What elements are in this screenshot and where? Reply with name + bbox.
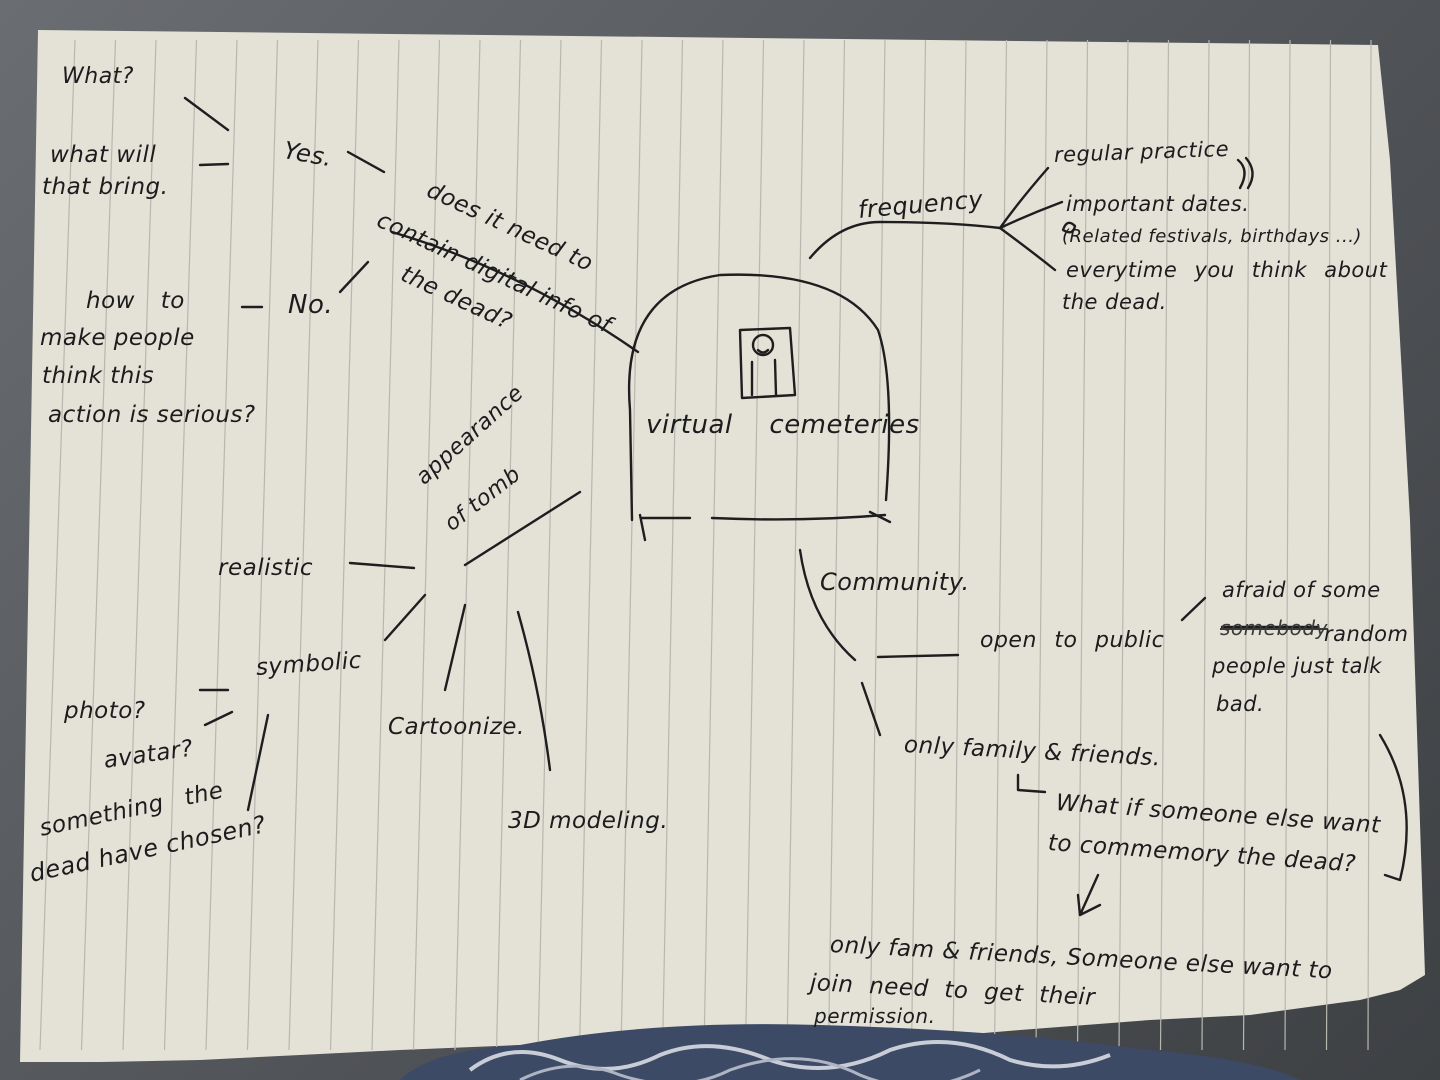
paper-rule-line — [122, 39, 157, 1051]
community-afraid-2: random — [1324, 622, 1409, 646]
paper-rule-line — [163, 39, 198, 1051]
appearance-3d-modeling: 3D modeling. — [508, 808, 669, 834]
paper-rule-line — [786, 39, 805, 1051]
appearance-photo: photo? — [64, 698, 146, 724]
paper-rule-line — [1159, 39, 1170, 1051]
paper-rule-line — [1325, 39, 1332, 1051]
paper-rule-line — [1118, 39, 1129, 1051]
community-label: Community. — [820, 568, 970, 596]
paper-rule-line — [578, 39, 603, 1051]
paper-rule-line — [661, 39, 684, 1051]
digital-what-bring-2: that bring. — [42, 174, 169, 200]
paper-rule-line — [1242, 39, 1251, 1051]
paper-rule-line — [620, 39, 643, 1051]
community-afraid-4: bad. — [1216, 692, 1265, 716]
frequency-item-5: the dead. — [1062, 290, 1167, 314]
frequency-item-2: important dates. — [1066, 192, 1250, 216]
paper-rule-line — [205, 39, 238, 1051]
frequency-item-3: (Related festivals, birthdays ...) — [1062, 226, 1362, 247]
community-answer-3: permission. — [814, 1004, 936, 1028]
digital-what-bring-1: what will — [50, 142, 157, 168]
community-open-public: open to public — [980, 628, 1165, 653]
appearance-realistic: realistic — [218, 555, 314, 581]
paper-rule-line — [869, 39, 886, 1051]
paper-rule-line — [329, 39, 360, 1051]
community-afraid-1: afraid of some — [1222, 578, 1381, 602]
frequency-item-4: everytime you think about — [1066, 258, 1388, 282]
appearance-cartoonize: Cartoonize. — [388, 714, 525, 740]
digital-serious-4: action is serious? — [48, 402, 256, 428]
digital-no: No. — [288, 290, 334, 320]
paper-rule-line — [952, 39, 967, 1051]
paper-rule-line — [80, 39, 117, 1051]
paper-rule-line — [246, 39, 279, 1051]
paper-rule-line — [827, 39, 846, 1051]
paper-rule-line — [39, 39, 76, 1051]
digital-serious-3: think this — [42, 363, 155, 389]
center-label: virtual cemeteries — [646, 410, 920, 440]
paper-rule-line — [744, 39, 765, 1051]
paper-rule-line — [288, 39, 319, 1051]
paper-rule-line — [1367, 39, 1372, 1051]
paper-rule-line — [371, 39, 400, 1051]
digital-serious-2: make people — [40, 325, 195, 351]
community-afraid-3: people just talk — [1212, 654, 1382, 678]
paper-rule-line — [412, 39, 441, 1051]
paper-rule-line — [910, 39, 927, 1051]
community-crossed-word: somebody — [1220, 616, 1328, 640]
paper-rule-line — [1201, 39, 1210, 1051]
digital-serious-1: how to — [86, 288, 185, 314]
paper-rule-line — [703, 39, 724, 1051]
digital-what: What? — [62, 64, 134, 89]
paper-rule-line — [1284, 39, 1291, 1051]
